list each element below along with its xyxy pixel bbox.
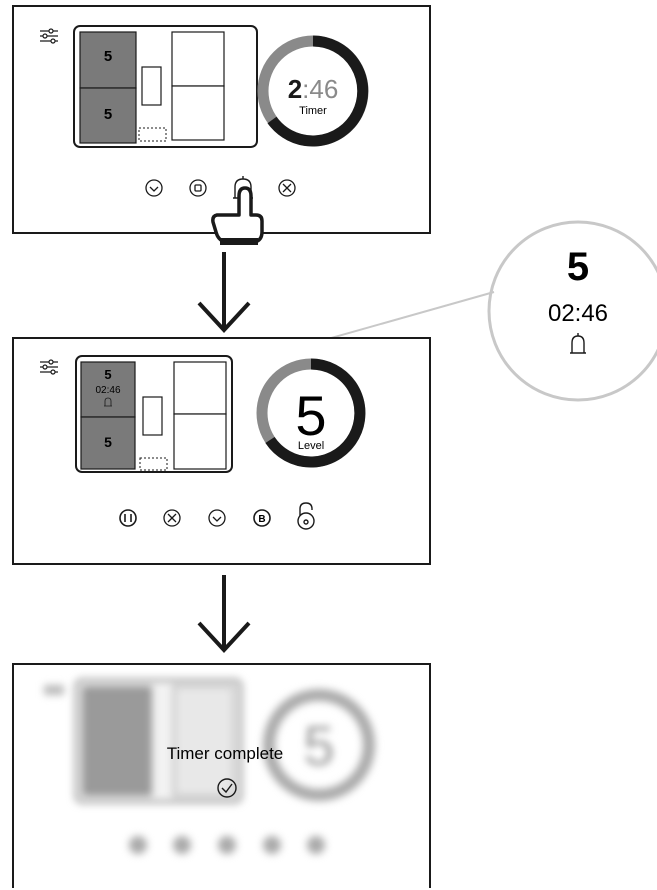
lock-icon[interactable] [297,502,315,530]
zone-bell-icon [104,397,112,407]
timer-dial-progress [267,35,369,147]
level-dial-progress [265,358,366,468]
zone-center-small[interactable] [142,396,163,436]
cancel-icon[interactable] [278,179,296,197]
settings-sliders-icon[interactable] [40,359,58,375]
blurred-zone-left [82,686,152,796]
zone-top-right[interactable] [173,361,227,415]
blurred-zone-right [173,685,235,797]
blurred-background: 5 [44,678,375,854]
zone-top-right[interactable] [171,31,225,87]
check-circle-icon [217,778,237,798]
zone-bottom-level: 5 [104,434,112,450]
pause-icon[interactable] [119,509,137,527]
zone-top-level: 5 [104,367,111,382]
blurred-dial [263,689,375,801]
boost-letter: B [258,514,265,525]
zone-bottom-right[interactable] [173,413,227,470]
zone-bottom-left[interactable] [80,416,136,470]
timer-label: Timer [299,105,327,117]
blurred-dial-value: 5 [303,714,334,777]
timer-complete-message: Timer complete [167,744,284,763]
step2-panel: 5 02:46 5 5 Level B [12,337,431,565]
clock-icon[interactable] [208,509,226,527]
level-label: Level [298,440,324,452]
timer-readout: 2:46 [288,74,339,104]
level-value: 5 [295,384,326,447]
zone-top-time: 02:46 [95,385,120,396]
settings-sliders-icon[interactable] [40,28,58,44]
stop-icon[interactable] [189,179,207,197]
cancel-icon[interactable] [163,509,181,527]
callout-bell-icon [570,333,586,354]
zone-bottom-level: 5 [104,106,112,123]
callout-time: 02:46 [548,300,608,327]
zone-bottom-left[interactable] [79,87,137,144]
step3-panel: 5 Timer complete [12,663,431,888]
zone-top-level: 5 [104,48,112,65]
callout-circle [487,220,657,402]
bridge-zone [138,127,167,142]
zone-center-small[interactable] [141,66,162,106]
bridge-zone [139,457,168,471]
clock-icon[interactable] [145,179,163,197]
bell-icon[interactable] [233,176,253,199]
step1-panel: 5 5 2:46 Timer [12,5,431,234]
callout-level: 5 [567,245,589,289]
boost-icon[interactable]: B [253,509,271,527]
zone-bottom-right[interactable] [171,85,225,141]
